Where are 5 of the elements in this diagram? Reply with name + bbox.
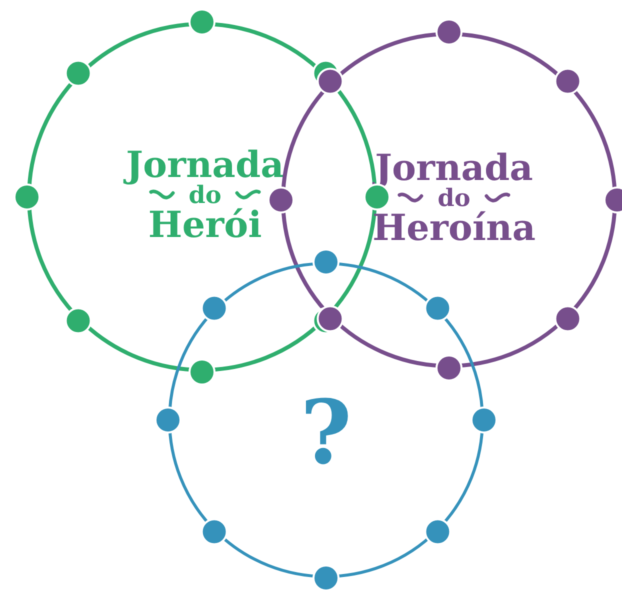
title-text: do (438, 186, 470, 210)
title-text: do (188, 183, 222, 207)
question-mark: ? (300, 388, 352, 476)
title-text: Herói (148, 207, 262, 243)
title-text: Heroína (372, 210, 536, 246)
